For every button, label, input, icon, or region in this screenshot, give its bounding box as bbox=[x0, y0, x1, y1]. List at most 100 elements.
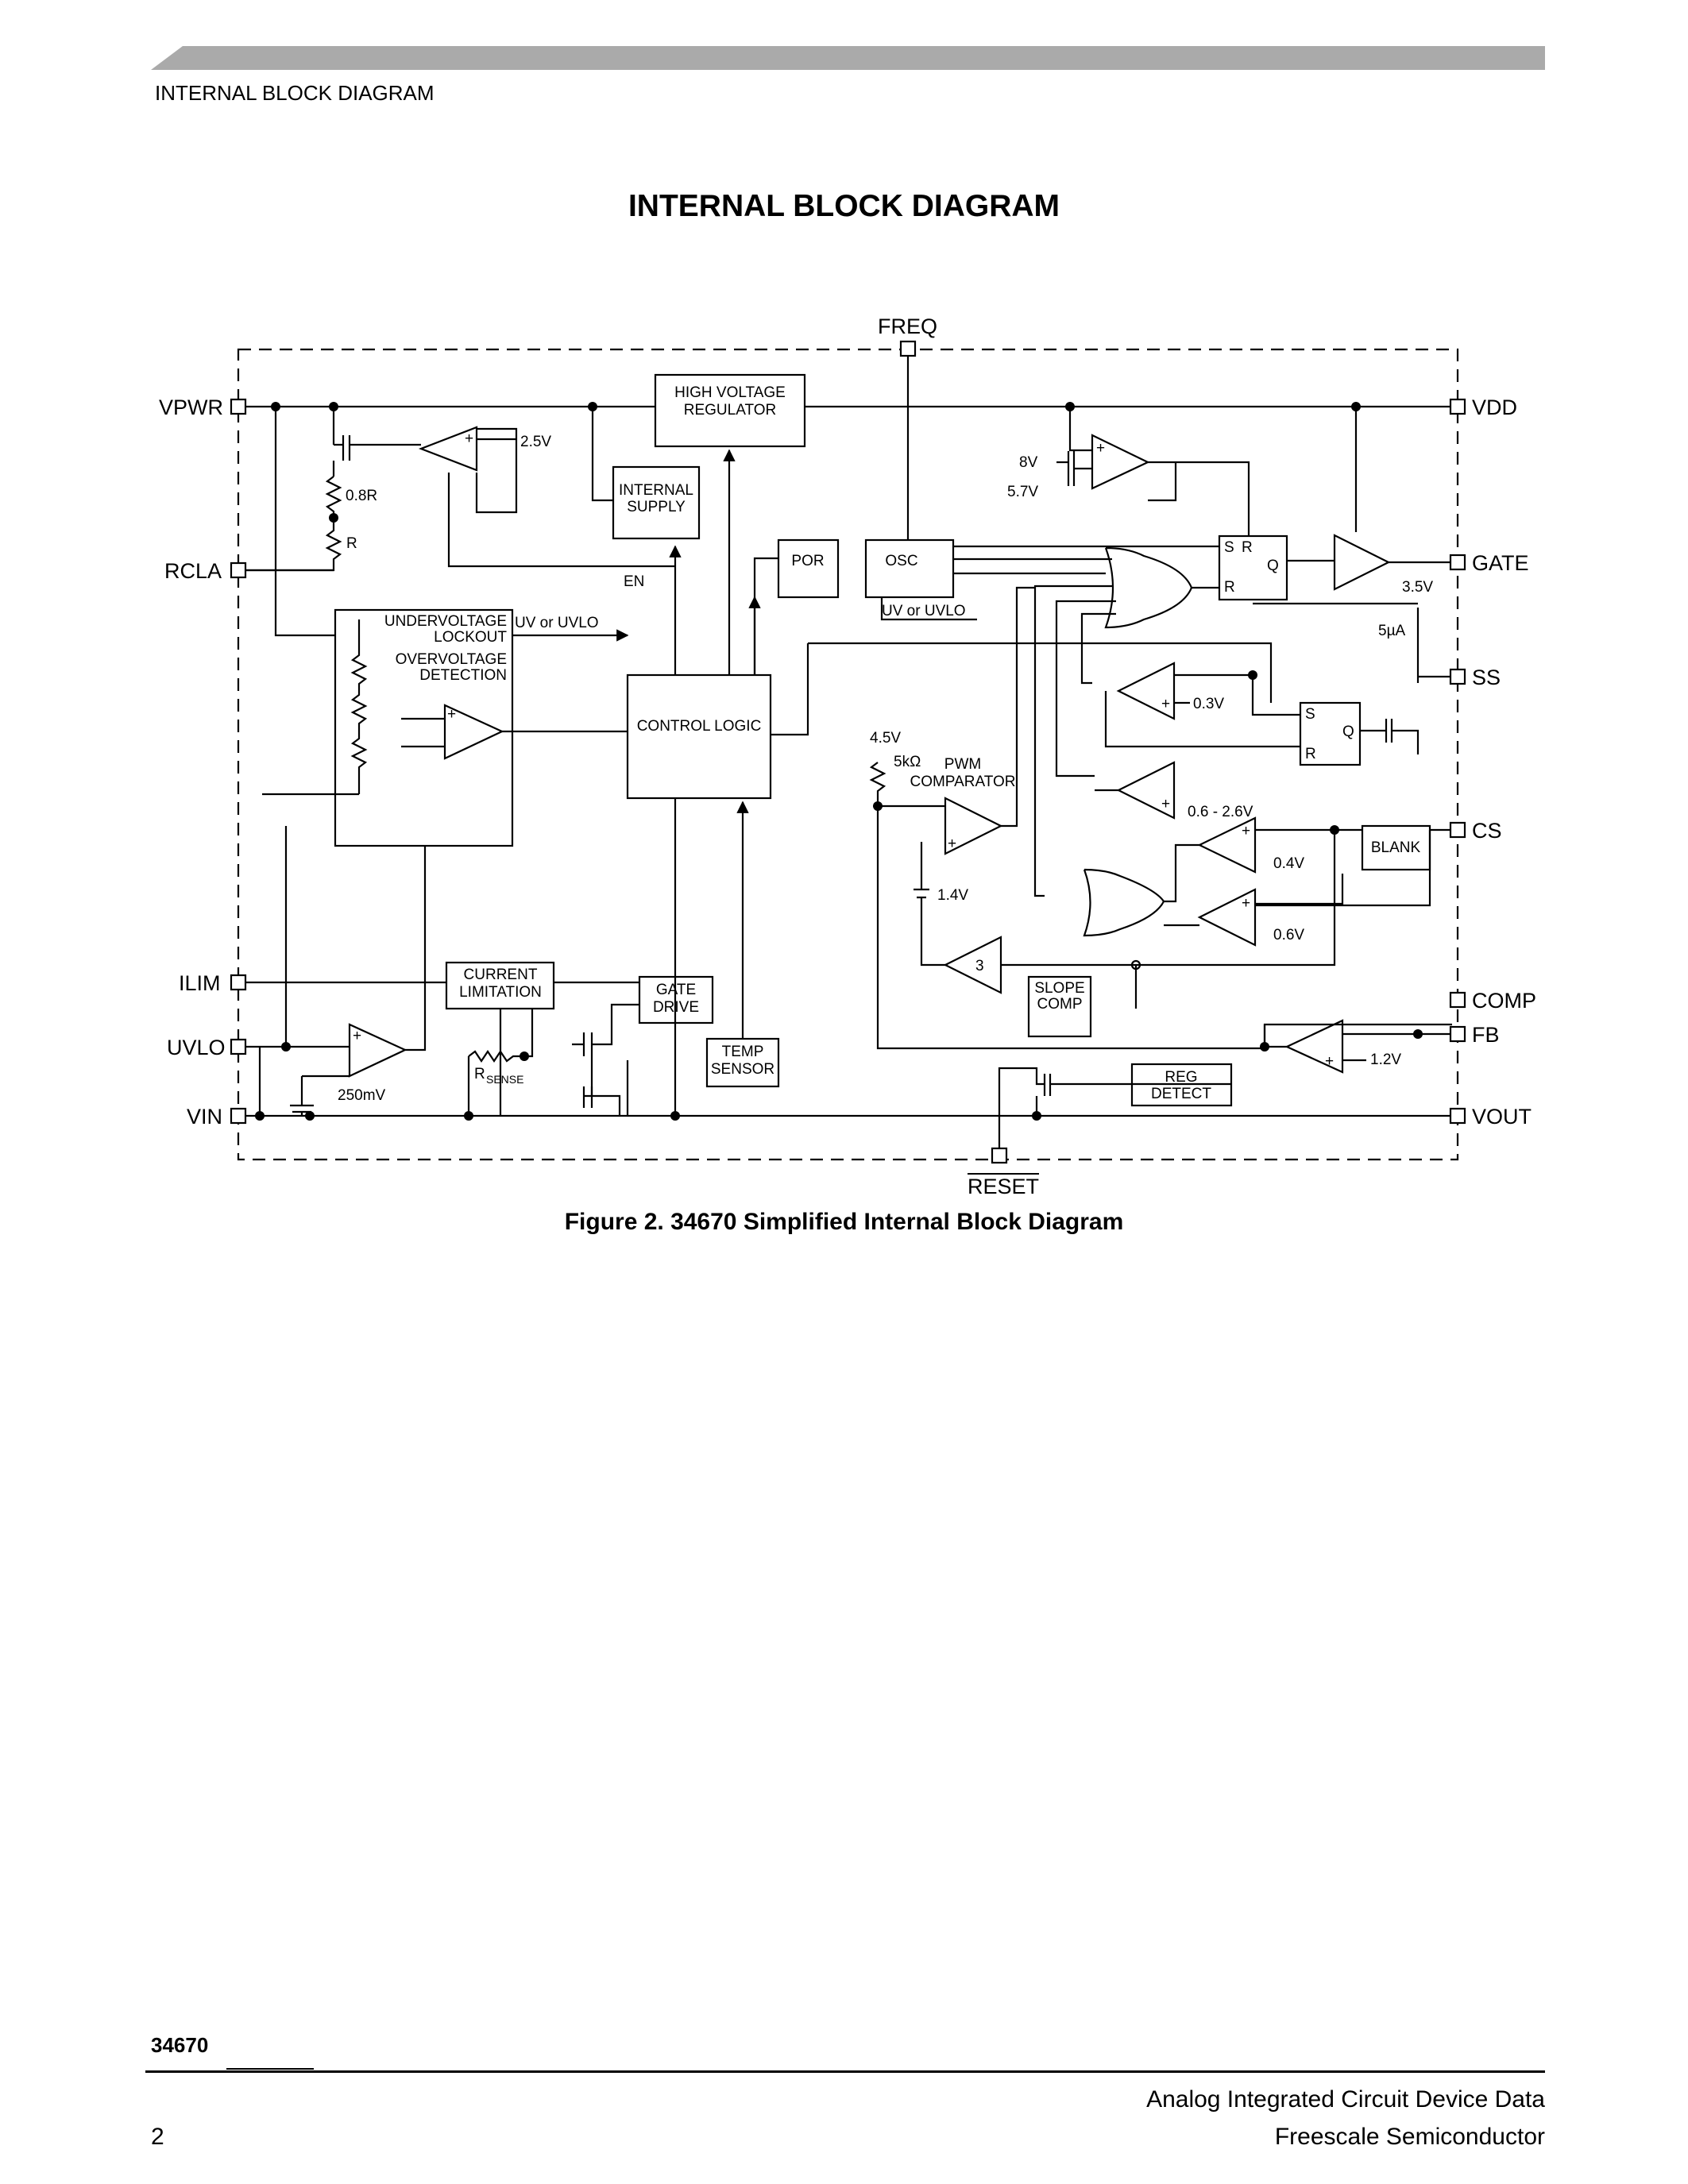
latch-ss-q: Q bbox=[1342, 723, 1354, 740]
uvlock-label-1: UNDERVOLTAGE bbox=[384, 613, 507, 630]
or-gate-top bbox=[1104, 546, 1193, 629]
or-gate-bottom bbox=[1083, 868, 1165, 937]
current-lim-label-2: LIMITATION bbox=[459, 984, 542, 1001]
hv-regulator-block bbox=[654, 373, 806, 448]
plus-ramp-comp: + bbox=[1161, 796, 1170, 812]
pin-vdd: VDD bbox=[1472, 396, 1517, 419]
label-gain3: 3 bbox=[975, 958, 984, 974]
header-bar bbox=[151, 46, 1545, 70]
label-uv-or-uvlo-1: UV or UVLO bbox=[515, 615, 599, 631]
plus-uv-comp: + bbox=[1096, 440, 1105, 457]
label-0-4v: 0.4V bbox=[1273, 855, 1304, 872]
temp-sensor-label-2: SENSOR bbox=[711, 1061, 774, 1078]
block-diagram: FREQ VPWR RCLA ILIM UVLO VIN VDD GATE SS… bbox=[159, 314, 1536, 1198]
pin-vout: VOUT bbox=[1472, 1105, 1532, 1129]
plus-cs04: + bbox=[1242, 823, 1250, 839]
cs-comparator-04 bbox=[1197, 816, 1257, 874]
plus-rcla-amp: + bbox=[465, 430, 473, 447]
hv-reg-label-1: HIGH VOLTAGE bbox=[674, 384, 786, 401]
ovdet-label-2: DETECTION bbox=[419, 667, 507, 684]
label-3-5v: 3.5V bbox=[1402, 579, 1433, 596]
osc-block bbox=[864, 538, 955, 599]
label-4-5v: 4.5V bbox=[870, 730, 901, 747]
footer-rule bbox=[145, 2070, 1545, 2073]
pin-cs: CS bbox=[1472, 819, 1502, 843]
footer-company: Freescale Semiconductor bbox=[1274, 2124, 1545, 2150]
part-number: 34670 bbox=[151, 2033, 209, 2057]
cs-comparator-06 bbox=[1197, 888, 1257, 947]
latch-ss bbox=[1299, 701, 1362, 766]
latch-ss-r: R bbox=[1305, 746, 1316, 762]
ramp-comparator bbox=[1116, 761, 1176, 820]
control-logic-block bbox=[626, 673, 772, 800]
page-title: INTERNAL BLOCK DIAGRAM bbox=[628, 189, 1060, 223]
latch-top-r2: R bbox=[1224, 579, 1235, 596]
label-250mv: 250mV bbox=[338, 1087, 386, 1104]
label-en: EN bbox=[624, 573, 644, 590]
label-0-3v: 0.3V bbox=[1193, 696, 1224, 712]
latch-top-s: S bbox=[1224, 539, 1234, 556]
hv-reg-label-2: REGULATOR bbox=[684, 402, 777, 419]
chip-outline bbox=[237, 348, 1459, 1161]
uvlo-ov-block bbox=[334, 608, 514, 847]
pin-freq: FREQ bbox=[878, 314, 937, 338]
latch-top-r1: R bbox=[1242, 539, 1253, 556]
label-rsense-sub: SENSE bbox=[486, 1073, 523, 1086]
por-block bbox=[777, 538, 840, 599]
latch-top-q: Q bbox=[1267, 558, 1279, 574]
label-5-7v: 5.7V bbox=[1007, 484, 1038, 500]
pin-gate: GATE bbox=[1472, 551, 1529, 575]
ss-comparator bbox=[1116, 662, 1176, 720]
label-rsense: R bbox=[474, 1066, 485, 1082]
uvlo-comparator bbox=[348, 1023, 408, 1078]
pin-rcla: RCLA bbox=[164, 559, 222, 583]
label-0-8r: 0.8R bbox=[346, 488, 377, 504]
control-logic-label: CONTROL LOGIC bbox=[637, 718, 762, 735]
latch-top bbox=[1218, 534, 1288, 601]
figure-caption: Figure 2. 34670 Simplified Internal Bloc… bbox=[564, 1209, 1124, 1235]
label-uv-or-uvlo-2: UV or UVLO bbox=[882, 603, 966, 619]
uvlock-label-2: LOCKOUT bbox=[434, 629, 507, 646]
pin-uvlo: UVLO bbox=[167, 1036, 226, 1059]
label-1-4v: 1.4V bbox=[937, 887, 968, 904]
pin-comp: COMP bbox=[1472, 989, 1536, 1013]
label-2-5v: 2.5V bbox=[520, 434, 551, 450]
plus-uvlo-comp: + bbox=[353, 1028, 361, 1044]
pin-ilim: ILIM bbox=[179, 971, 221, 995]
pin-fb: FB bbox=[1472, 1023, 1500, 1047]
gain3-amp bbox=[943, 936, 1002, 994]
int-supply-label-1: INTERNAL bbox=[619, 482, 693, 499]
section-label: INTERNAL BLOCK DIAGRAM bbox=[155, 81, 435, 105]
footer-publication: Analog Integrated Circuit Device Data bbox=[1146, 2086, 1545, 2113]
slope-comp-label-2: COMP bbox=[1037, 996, 1083, 1013]
osc-label: OSC bbox=[885, 553, 917, 569]
internal-supply-block bbox=[612, 465, 701, 540]
plus-ss-comp: + bbox=[1161, 696, 1170, 712]
gate-drive-label-2: DRIVE bbox=[653, 999, 699, 1016]
pin-reset: RESET bbox=[968, 1175, 1039, 1198]
pwm-comp-label-2: COMPARATOR bbox=[910, 774, 1015, 790]
label-r: R bbox=[346, 535, 357, 552]
int-supply-label-2: SUPPLY bbox=[627, 499, 686, 515]
label-8v: 8V bbox=[1019, 454, 1038, 471]
current-lim-label-1: CURRENT bbox=[464, 967, 538, 983]
footer-rule-accent bbox=[226, 2068, 314, 2070]
slope-comp-block bbox=[1027, 975, 1092, 1038]
temp-sensor-label-1: TEMP bbox=[722, 1044, 764, 1060]
gate-driver bbox=[1333, 534, 1391, 591]
plus-ov-amp: + bbox=[447, 706, 456, 723]
page-number: 2 bbox=[151, 2124, 164, 2150]
ovdet-label-1: OVERVOLTAGE bbox=[396, 651, 507, 668]
reg-detect-label-2: DETECT bbox=[1151, 1086, 1211, 1102]
opamp-rcla bbox=[418, 426, 478, 472]
plus-pwm-comp: + bbox=[948, 835, 956, 852]
uv-comparator bbox=[1091, 434, 1150, 490]
plus-cs06: + bbox=[1242, 895, 1250, 912]
label-5k: 5kΩ bbox=[894, 754, 921, 770]
error-amp bbox=[1284, 1019, 1344, 1074]
label-0-6v: 0.6V bbox=[1273, 927, 1304, 943]
latch-ss-s: S bbox=[1305, 706, 1315, 723]
gate-drive-label-1: GATE bbox=[656, 982, 696, 998]
label-1-2v: 1.2V bbox=[1370, 1051, 1401, 1068]
reg-detect-label-1: REG bbox=[1165, 1069, 1197, 1086]
